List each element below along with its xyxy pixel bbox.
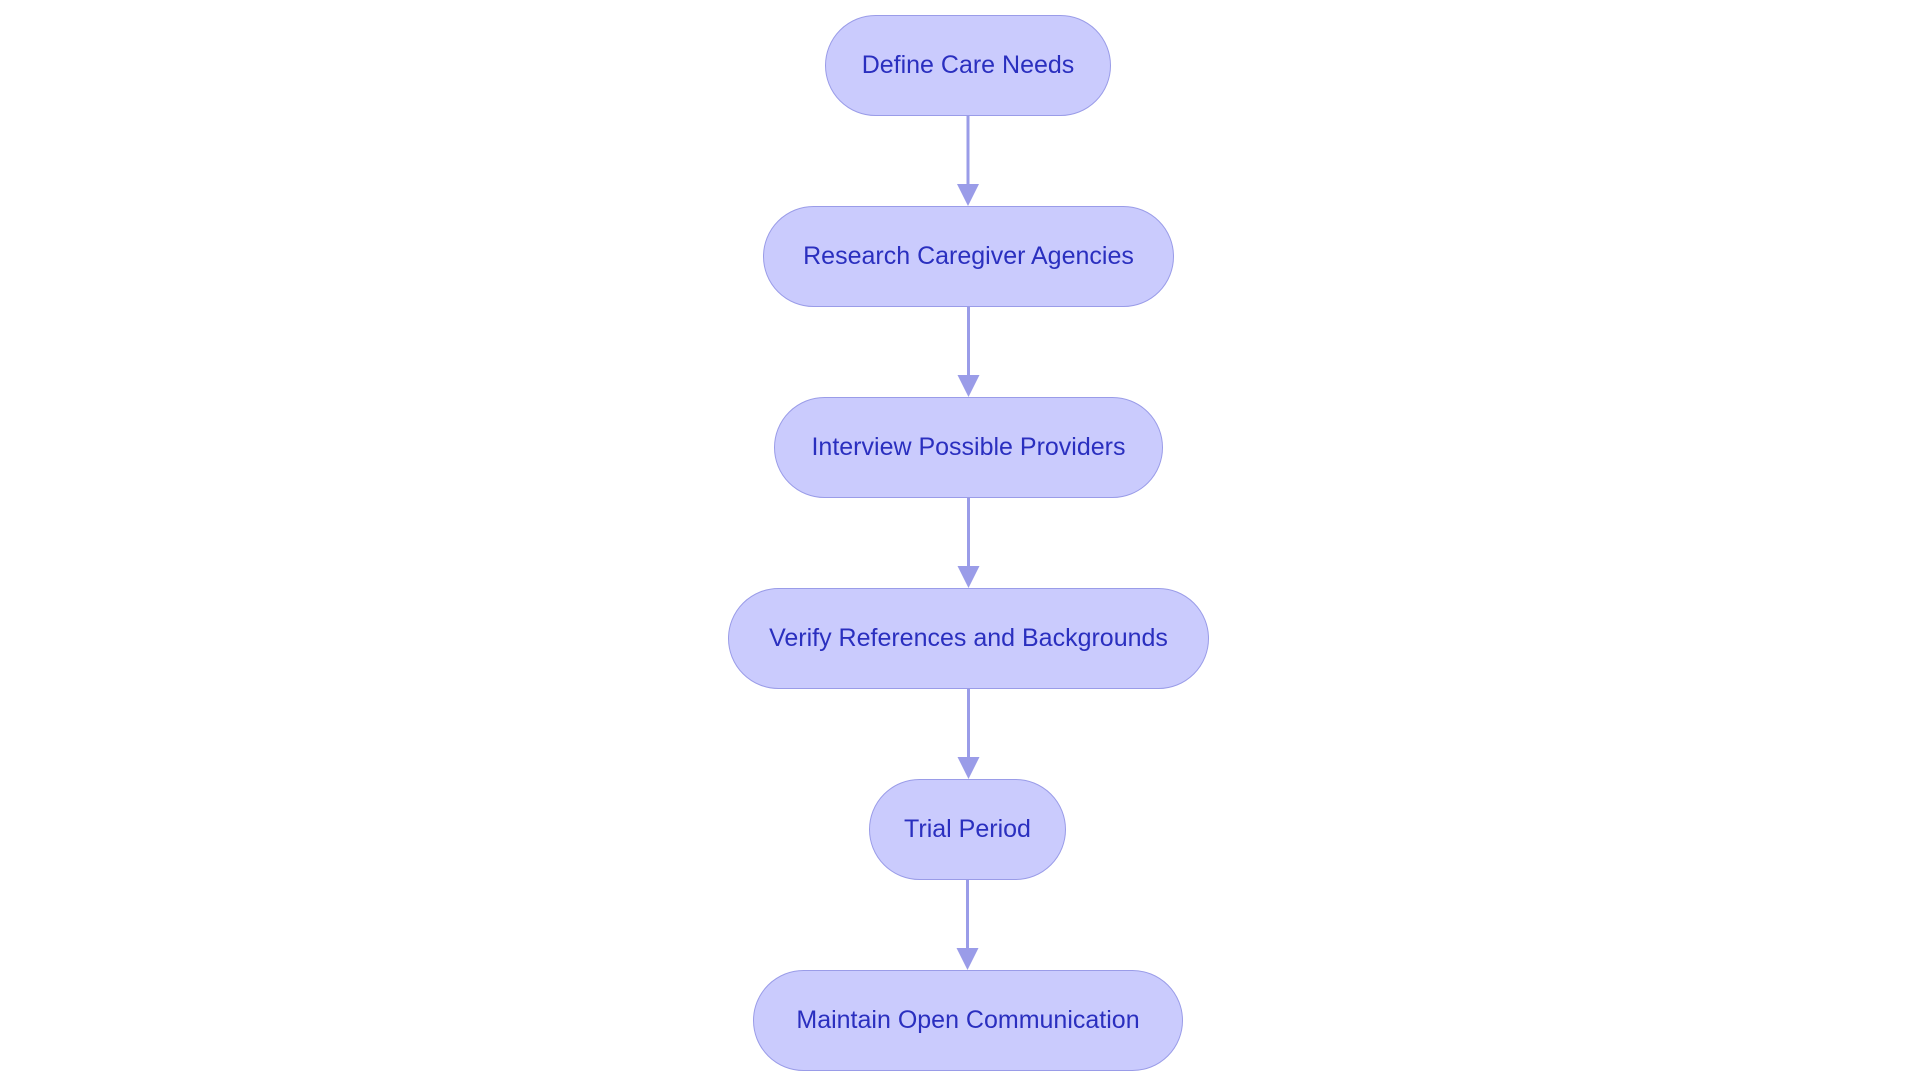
arrowhead-icon: [957, 184, 979, 206]
node-maintain-open-communication: Maintain Open Communication: [753, 970, 1183, 1071]
node-label: Interview Possible Providers: [811, 433, 1126, 461]
node-label: Verify References and Backgrounds: [769, 624, 1168, 652]
node-label: Maintain Open Communication: [796, 1006, 1140, 1034]
arrowhead-icon: [957, 566, 980, 588]
node-research-caregiver-agencies: Research Caregiver Agencies: [763, 206, 1174, 307]
node-verify-references-and-backgrounds: Verify References and Backgrounds: [728, 588, 1209, 689]
node-label: Research Caregiver Agencies: [803, 242, 1134, 270]
node-trial-period: Trial Period: [869, 779, 1066, 880]
node-define-care-needs: Define Care Needs: [825, 15, 1111, 116]
node-interview-possible-providers: Interview Possible Providers: [774, 397, 1163, 498]
arrowhead-icon: [957, 757, 980, 779]
edges-group: [956, 116, 980, 970]
node-label: Define Care Needs: [861, 51, 1075, 79]
arrowhead-icon: [957, 375, 980, 397]
arrowhead-icon: [956, 948, 979, 970]
node-label: Trial Period: [904, 815, 1031, 843]
